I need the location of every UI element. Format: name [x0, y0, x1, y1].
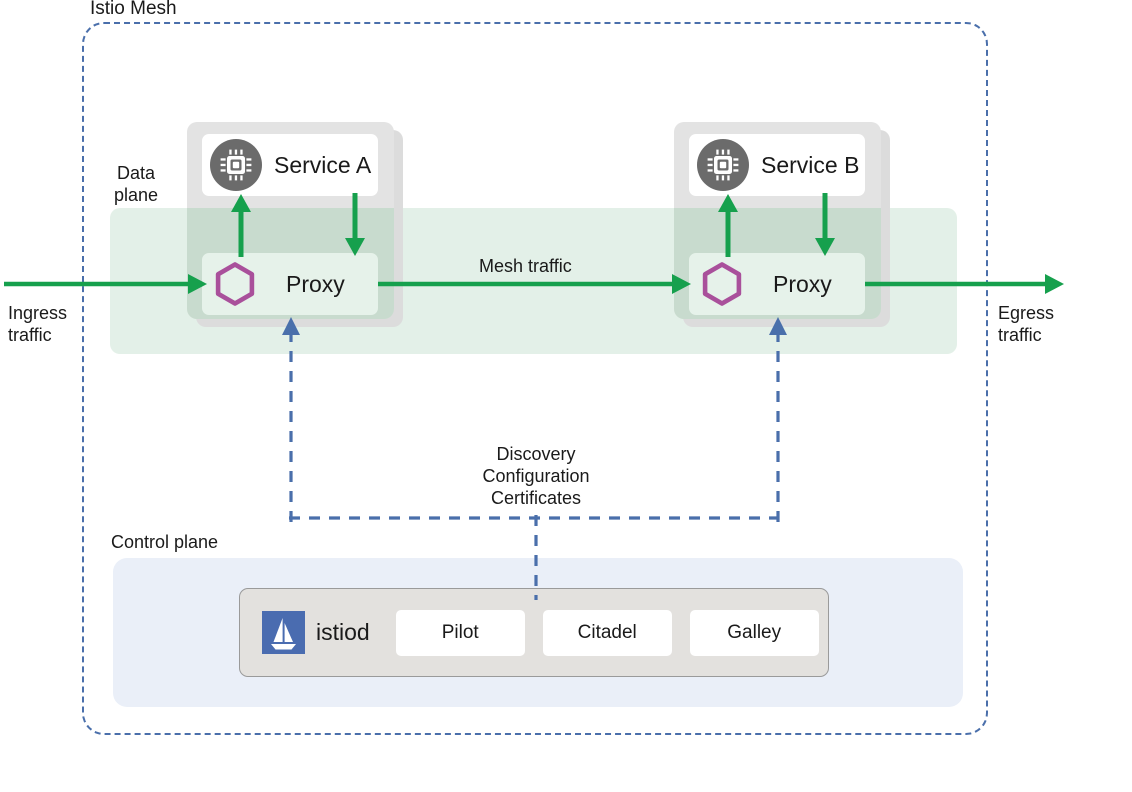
service-a-to-proxy-a-arrow — [342, 193, 368, 257]
istiod-label: istiod — [316, 619, 370, 645]
discovery-configuration-certificates-label: Discovery Configuration Certificates — [482, 444, 590, 508]
service-b-to-proxy-b-arrow — [812, 193, 838, 257]
ingress-traffic-label: Ingress traffic — [8, 303, 68, 345]
control-plane-label: Control plane — [111, 532, 219, 552]
component-citadel-label: Citadel — [577, 621, 637, 643]
proxy-a-to-service-a-arrow — [228, 193, 254, 257]
proxy-a-label: Proxy — [286, 270, 345, 297]
control-plane-bus — [278, 505, 788, 531]
istiod-brand: istiod — [262, 611, 370, 654]
istio-mesh-boundary — [82, 22, 988, 735]
sailboat-logo — [262, 611, 305, 654]
chip-icon — [210, 139, 262, 191]
service-b-label: Service B — [761, 151, 860, 178]
chip-icon — [697, 139, 749, 191]
hexagon-icon — [702, 262, 742, 306]
data-plane-label: Data plane — [113, 163, 159, 205]
ingress-traffic-arrow — [4, 268, 208, 300]
istio-mesh-label: Istio Mesh — [84, 0, 183, 20]
egress-traffic-label: Egress traffic — [998, 303, 1055, 345]
proxy-a-card[interactable]: Proxy — [202, 253, 378, 315]
bus-to-istiod-connector — [523, 515, 549, 600]
component-galley[interactable]: Galley — [689, 609, 819, 656]
mesh-traffic-label: Mesh traffic — [479, 256, 572, 276]
component-pilot-label: Pilot — [441, 621, 479, 643]
service-a-card[interactable]: Service A — [202, 134, 378, 196]
component-pilot[interactable]: Pilot — [395, 609, 525, 656]
istiod-components: Pilot Citadel Galley — [395, 609, 819, 656]
egress-traffic-arrow — [865, 268, 1065, 300]
istiod-to-proxy-a-connector — [278, 312, 304, 522]
proxy-b-label: Proxy — [773, 270, 832, 297]
istiod-to-proxy-b-connector — [765, 312, 791, 522]
proxy-b-to-service-b-arrow — [715, 193, 741, 257]
hexagon-icon — [215, 262, 255, 306]
proxy-b-card[interactable]: Proxy — [689, 253, 865, 315]
service-a-label: Service A — [274, 151, 372, 178]
mesh-traffic-arrow — [378, 268, 692, 300]
component-citadel[interactable]: Citadel — [542, 609, 672, 656]
component-galley-label: Galley — [727, 621, 782, 643]
istiod-container[interactable]: istiod Pilot Citadel Galley — [239, 588, 829, 677]
service-b-card[interactable]: Service B — [689, 134, 865, 196]
